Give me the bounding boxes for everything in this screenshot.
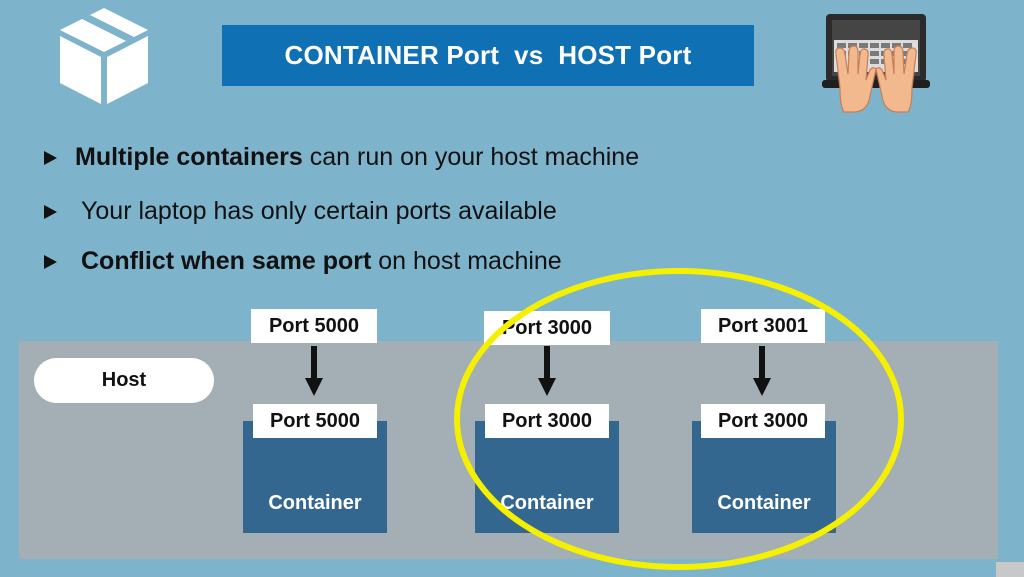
arrow-down-icon (538, 346, 556, 396)
host-port-label: Port 5000 (251, 309, 377, 343)
bullet-item-2: Your laptop has only certain ports avail… (44, 197, 557, 226)
arrow-down-icon (305, 346, 323, 396)
container-label: Container (500, 492, 594, 514)
container-port-label: Port 3000 (485, 404, 609, 438)
arrow-down-icon (753, 346, 771, 396)
host-label: Host (34, 358, 214, 403)
container-box: Container (243, 421, 387, 533)
container-port-label: Port 5000 (253, 404, 377, 438)
bullet-item-1: Multiple containers can run on your host… (44, 143, 639, 172)
container-port-label: Port 3000 (701, 404, 825, 438)
bullet-arrow-icon (44, 254, 57, 269)
bullet-item-3: Conflict when same port on host machine (44, 247, 562, 276)
title-part-3: HOST Port (558, 40, 692, 70)
container-label: Container (717, 492, 811, 514)
box-icon (60, 8, 148, 104)
host-port-label: Port 3001 (701, 309, 825, 343)
bullet-text: Conflict when same port on host machine (81, 247, 562, 275)
container-label: Container (268, 492, 362, 514)
bullet-arrow-icon (44, 150, 57, 165)
host-port-label: Port 3000 (484, 311, 610, 345)
bullet-text: Your laptop has only certain ports avail… (81, 197, 557, 225)
corner-mark (996, 562, 1024, 577)
title-part-1: CONTAINER Port (284, 40, 500, 70)
bullet-arrow-icon (44, 204, 57, 219)
bullet-text: Multiple containers can run on your host… (75, 143, 640, 171)
laptop-typing-icon (822, 14, 930, 113)
slide-title: CONTAINER Port vs HOST Port (222, 25, 754, 86)
title-part-2: vs (514, 40, 544, 70)
